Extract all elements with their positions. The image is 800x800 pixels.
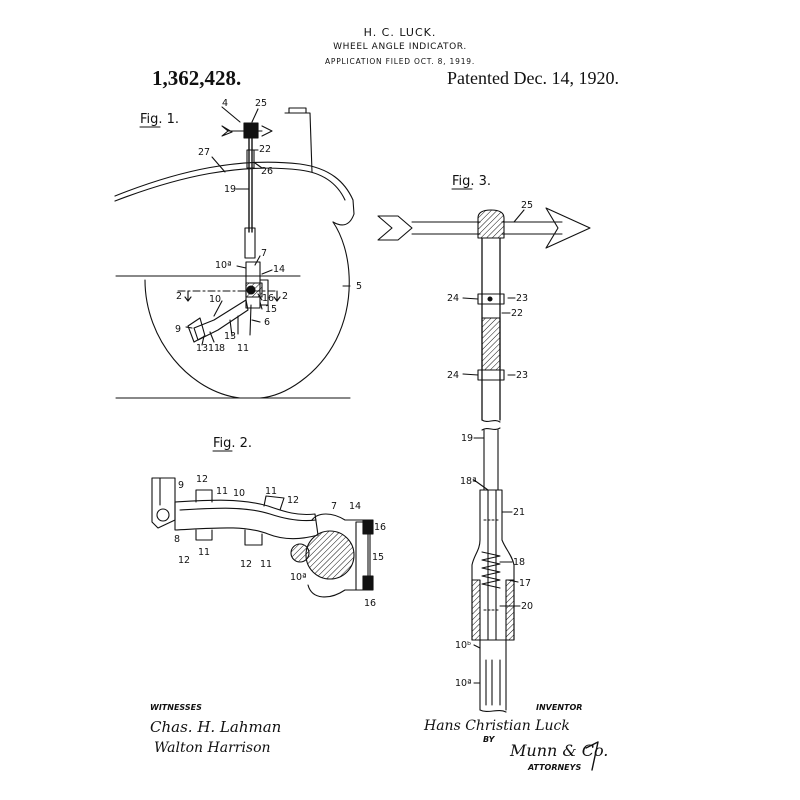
attorneys-label: ATTORNEYS [527,763,581,772]
fig1-ref-8: 8 [219,343,225,354]
fig1-ref-15: 15 [265,304,277,315]
fig3-ref-20: 20 [521,601,533,612]
fig2-ref-15: 15 [372,552,384,563]
fig2-ref-12-d: 12 [240,559,252,570]
fig1-ref-27: 27 [198,147,210,158]
fig1-ref-13-upper: 13 [224,331,236,342]
pointer-hub [477,209,505,239]
fig3-ref-21: 21 [513,507,525,518]
application-filed-date: APPLICATION FILED OCT. 8, 1919. [324,57,476,66]
coil-spring [481,551,501,589]
fig1-ref-2-left: 2 [176,291,182,302]
patent-title: WHEEL ANGLE INDICATOR. [333,42,467,52]
fig2-ref-12-c: 12 [178,555,190,566]
fig2-ref-11-c: 11 [198,547,210,558]
figure-2: Fig. 2. 9 12 11 10 11 12 7 14 16 [151,436,386,609]
figure-1: Fig. 1. [114,98,362,399]
fig1-ref-10: 10 [209,294,221,305]
figure-3-label: Fig. 3. [452,174,491,189]
fig1-ref-19: 19 [224,184,236,195]
fig2-ref-12-a: 12 [196,474,208,485]
wheel [144,279,241,399]
fig2-ref-7: 7 [331,501,337,512]
fig2-ref-12-b: 12 [287,495,299,506]
fig3-ref-24-upper: 24 [447,293,459,304]
attorney-signature: Munn & Co. [509,741,608,760]
fig1-ref-5: 5 [356,281,362,292]
fig3-ref-10a: 10ª [455,678,472,689]
arrow-tail [377,215,413,241]
fig1-ref-4: 4 [222,98,228,109]
fig1-ref-9: 9 [175,324,181,335]
signature-block: WITNESSES Chas. H. Lahman Walton Harriso… [150,703,608,772]
fig1-ref-7: 7 [261,248,267,259]
fig3-ref-24-lower: 24 [447,370,459,381]
fig1-ref-25: 25 [255,98,267,109]
fig3-ref-10b: 10ᵇ [455,640,471,651]
fig1-ref-6: 6 [264,317,270,328]
figure-1-label: Fig. 1. [140,112,179,127]
fig1-ref-14: 14 [273,264,285,275]
fender [114,161,355,226]
fig1-ref-11-lower: 11 [208,343,220,354]
fig3-ref-19: 19 [461,433,473,444]
fig3-ref-25: 25 [521,200,533,211]
fig1-ref-2-right: 2 [282,291,288,302]
fig3-ref-17: 17 [519,578,531,589]
fig3-ref-23-upper: 23 [516,293,528,304]
fig1-ref-11-right: 11 [237,343,249,354]
figure-3: Fig. 3. [377,174,591,713]
fig2-ref-11-b: 11 [265,486,277,497]
inventor-label: INVENTOR [536,703,582,712]
witness-signature-2: Walton Harrison [154,740,271,756]
sleeve [481,317,501,371]
figure-2-label: Fig. 2. [213,436,252,451]
fig3-ref-18a: 18ª [460,476,477,487]
fig2-ref-14: 14 [349,501,361,512]
witnesses-label: WITNESSES [150,703,202,712]
fig3-ref-22: 22 [511,308,523,319]
fig1-ref-10a: 10ª [215,260,232,271]
fig1-ref-22: 22 [259,144,271,155]
fig2-ref-11-d: 11 [260,559,272,570]
fig2-ref-8: 8 [174,534,180,545]
inventor-signature: Hans Christian Luck [423,718,570,734]
by-label: BY [483,735,496,744]
fig2-ref-9: 9 [178,480,184,491]
fig2-ref-10a: 10ª [290,572,307,583]
attorney-signature-flourish [585,741,599,771]
arrow-head [545,207,591,249]
fig3-ref-18: 18 [513,557,525,568]
fig2-ref-10: 10 [233,488,245,499]
housing [307,513,369,598]
fig1-ref-13-lower: 13 [196,343,208,354]
fig1-ref-16: 16 [262,293,274,304]
inventor-surname-header: H. C. LUCK. [363,26,437,39]
fig2-ref-11-a: 11 [216,486,228,497]
patent-number: 1,362,428. [152,66,242,90]
fig3-ref-23-lower: 23 [516,370,528,381]
fig2-ref-16-a: 16 [374,522,386,533]
end-bracket [151,477,176,529]
patented-date: Patented Dec. 14, 1920. [447,68,619,88]
witness-signature-1: Chas. H. Lahman [150,718,281,736]
fig2-ref-16-b: 16 [364,598,376,609]
fig1-ref-26: 26 [261,166,273,177]
